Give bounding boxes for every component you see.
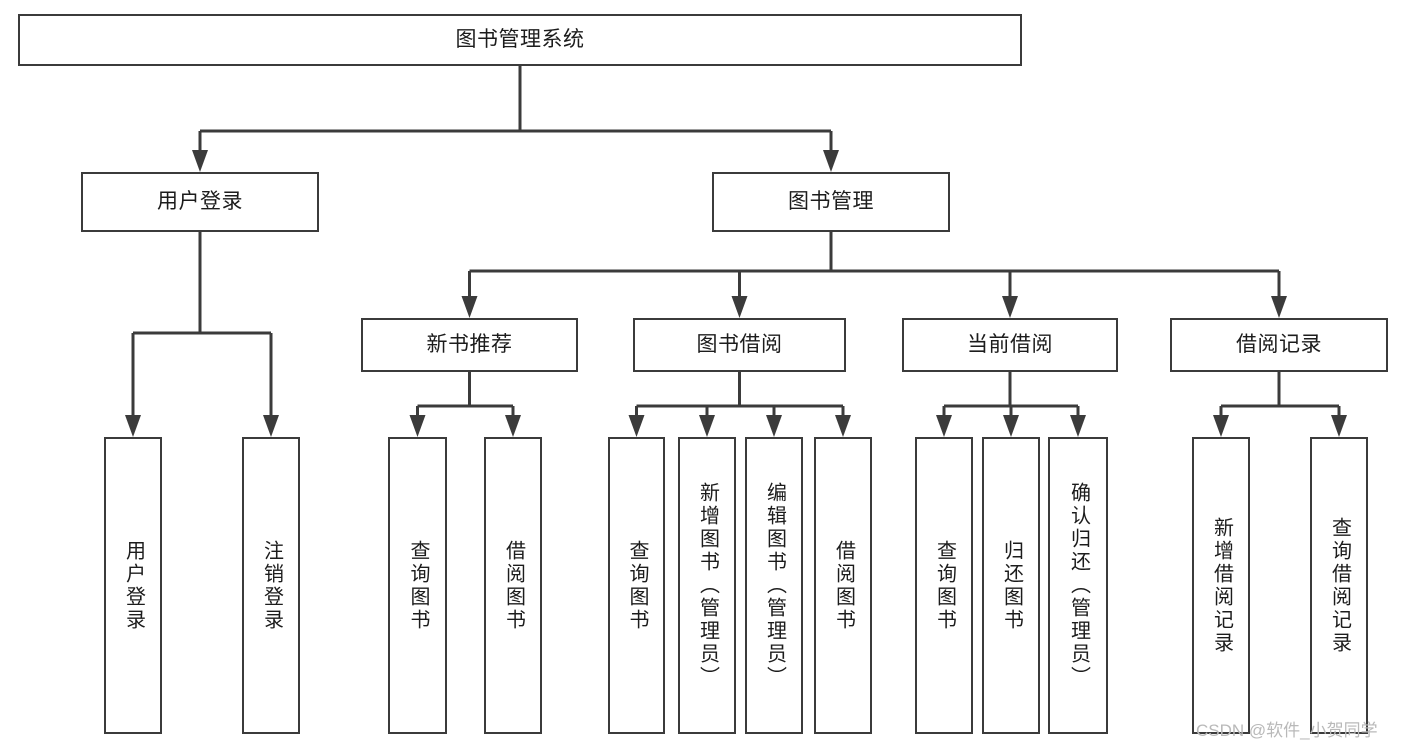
node-label: 新增借阅记录 <box>1210 516 1233 655</box>
node-leaf-borrow-book-2[interactable]: 借阅图书 <box>814 437 872 734</box>
node-label: 借阅记录 <box>1236 333 1322 357</box>
node-label: 图书管理 <box>788 190 874 214</box>
node-leaf-user-logout[interactable]: 注销登录 <box>242 437 300 734</box>
node-label: 图书借阅 <box>696 333 783 357</box>
node-leaf-query-borrow-record[interactable]: 查询借阅记录 <box>1310 437 1368 734</box>
node-new-book-recommend[interactable]: 新书推荐 <box>361 318 578 372</box>
node-label: 编辑图书（管理员） <box>763 482 786 689</box>
node-label: 新书推荐 <box>426 333 513 357</box>
node-user-login[interactable]: 用户登录 <box>81 172 319 232</box>
csdn-watermark: CSDN @软件_小贺同学 <box>1196 721 1378 740</box>
node-label: 归还图书 <box>1000 539 1023 632</box>
node-leaf-confirm-return-admin[interactable]: 确认归还（管理员） <box>1048 437 1108 734</box>
node-label: 查询图书 <box>407 539 429 632</box>
node-leaf-query-book-2[interactable]: 查询图书 <box>608 437 665 734</box>
node-leaf-user-login[interactable]: 用户登录 <box>104 437 162 734</box>
node-leaf-add-borrow-record[interactable]: 新增借阅记录 <box>1192 437 1250 734</box>
node-leaf-return-book[interactable]: 归还图书 <box>982 437 1040 734</box>
node-label: 确认归还（管理员） <box>1067 482 1090 689</box>
node-root-system[interactable]: 图书管理系统 <box>18 14 1022 66</box>
node-borrow-record[interactable]: 借阅记录 <box>1170 318 1388 372</box>
node-book-borrow[interactable]: 图书借阅 <box>633 318 846 372</box>
node-leaf-query-book-3[interactable]: 查询图书 <box>915 437 973 734</box>
node-label: 注销登录 <box>260 539 283 632</box>
node-label: 借阅图书 <box>832 539 855 632</box>
node-leaf-add-book-admin[interactable]: 新增图书（管理员） <box>678 437 736 734</box>
node-label: 用户登录 <box>122 539 145 632</box>
node-label: 借阅图书 <box>502 539 525 632</box>
node-current-borrow[interactable]: 当前借阅 <box>902 318 1118 372</box>
node-book-management[interactable]: 图书管理 <box>712 172 950 232</box>
node-leaf-edit-book-admin[interactable]: 编辑图书（管理员） <box>745 437 803 734</box>
node-label: 当前借阅 <box>967 333 1053 357</box>
node-label: 用户登录 <box>157 190 243 214</box>
node-label: 查询图书 <box>933 539 956 632</box>
node-label: 图书管理系统 <box>455 28 585 52</box>
node-label: 查询借阅记录 <box>1328 516 1351 655</box>
node-label: 查询图书 <box>626 539 648 632</box>
node-label: 新增图书（管理员） <box>696 482 719 689</box>
node-leaf-borrow-book-1[interactable]: 借阅图书 <box>484 437 542 734</box>
node-leaf-query-book-1[interactable]: 查询图书 <box>388 437 447 734</box>
